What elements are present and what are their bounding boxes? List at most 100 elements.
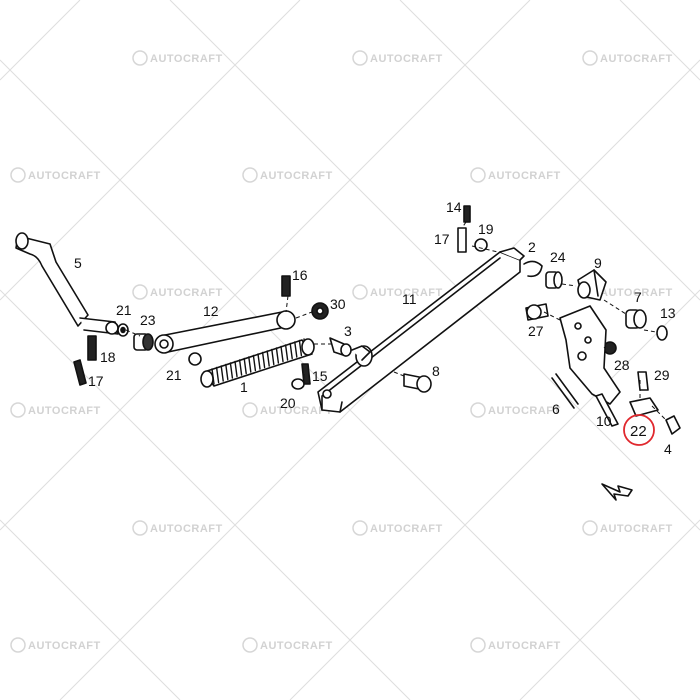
watermark-logo: AUTOCRAFT [470, 637, 561, 653]
part-19-washer [474, 238, 488, 252]
callout-number-7: 7 [634, 289, 642, 305]
callout-number-22: 22 [630, 423, 647, 440]
part-8-pin [403, 373, 432, 393]
part-24-bushing [545, 271, 563, 289]
watermark-text: AUTOCRAFT [28, 640, 101, 652]
watermark-logo: AUTOCRAFT [470, 402, 561, 418]
watermark-text: AUTOCRAFT [600, 523, 673, 535]
pedal-bracket-plate [559, 305, 621, 405]
watermark-logo-icon [352, 284, 368, 300]
callout-number-6: 6 [552, 401, 560, 417]
assembly-guide-lines [125, 221, 667, 421]
watermark-logo: AUTOCRAFT [242, 167, 333, 183]
watermark-text: AUTOCRAFT [370, 53, 443, 65]
callout-number-14: 14 [446, 199, 462, 215]
watermark-text: AUTOCRAFT [488, 170, 561, 182]
part-11-cross-shaft [317, 247, 525, 413]
part-1-spring [200, 338, 315, 388]
callout-number-23: 23 [140, 312, 156, 328]
watermark-logo-icon [352, 50, 368, 66]
callout-number-2: 2 [528, 239, 536, 255]
callout-number-19: 19 [478, 221, 494, 237]
part-6-spring [551, 373, 579, 409]
watermark-logo: AUTOCRAFT [352, 50, 443, 66]
part-30-nut [311, 302, 329, 320]
part-3-clip [329, 337, 352, 357]
watermark-text: AUTOCRAFT [260, 640, 333, 652]
part-18-pin [87, 335, 97, 361]
callout-number-5: 5 [74, 255, 82, 271]
watermark-logo-icon [132, 284, 148, 300]
watermark-grid-line [0, 0, 81, 81]
watermark-logo: AUTOCRAFT [10, 167, 101, 183]
watermark-grid-line [0, 59, 641, 700]
callout-number-9: 9 [594, 255, 602, 271]
callout-number-27: 27 [528, 323, 544, 339]
watermark-logo-icon [470, 402, 486, 418]
watermark-logo: AUTOCRAFT [132, 284, 223, 300]
watermark-text: AUTOCRAFT [370, 523, 443, 535]
part-23-bushing [133, 333, 154, 351]
callout-number-28: 28 [614, 357, 630, 373]
watermark-logo: AUTOCRAFT [132, 520, 222, 536]
callout-number-24: 24 [550, 249, 566, 265]
callout-number-15: 15 [312, 368, 328, 384]
watermark-text: AUTOCRAFT [370, 287, 443, 299]
callout-number-21: 21 [166, 367, 182, 383]
callout-number-1: 1 [240, 379, 248, 395]
watermark-logo-icon [10, 167, 26, 183]
part-4-clip [665, 415, 681, 435]
part-17-pin-top [457, 227, 467, 253]
parts-artwork [15, 205, 681, 501]
callout-number-11: 11 [402, 291, 417, 307]
watermark-logo: AUTOCRAFT [352, 284, 443, 300]
part-16-pin [281, 275, 291, 297]
part-7-bushing [625, 309, 647, 329]
watermark-logo-icon [582, 520, 598, 536]
part-22-clip [629, 397, 659, 417]
watermark-text: AUTOCRAFT [150, 287, 223, 299]
direction-arrow-icon [601, 483, 633, 501]
watermark-logo: AUTOCRAFT [582, 520, 673, 536]
callout-number-3: 3 [344, 323, 352, 339]
part-12-link-bar [154, 310, 296, 354]
watermark-logo-icon [10, 637, 26, 653]
watermark-logo: AUTOCRAFT [352, 520, 443, 536]
watermark-text: AUTOCRAFT [28, 405, 101, 417]
watermark-logo-icon [10, 402, 26, 418]
part-29-pin [637, 371, 649, 391]
callout-number-29: 29 [654, 367, 670, 383]
watermark-logo-icon [132, 520, 148, 536]
watermark-grid-line [399, 0, 700, 301]
part-15-pin [301, 363, 311, 385]
part-21-washer-lower [188, 352, 202, 366]
watermark-text: AUTOCRAFT [260, 170, 333, 182]
watermark-grid-line [519, 519, 700, 700]
watermark-logo-icon [352, 520, 368, 536]
watermark-text: AUTOCRAFT [28, 170, 101, 182]
part-27-bolt [525, 303, 549, 321]
watermark-logo: AUTOCRAFT [582, 50, 672, 66]
watermark-grid-line [0, 0, 531, 531]
watermark-logo: AUTOCRAFT [470, 167, 561, 183]
highlight-circle [623, 414, 655, 446]
watermark-text: AUTOCRAFT [600, 287, 673, 299]
watermark-text: AUTOCRAFT [488, 405, 561, 417]
part-17-pin [73, 359, 87, 386]
watermark-logo: AUTOCRAFT [10, 402, 101, 418]
callout-number-16: 16 [292, 267, 308, 283]
part-5-pedal-lever [15, 232, 119, 335]
watermark-text: AUTOCRAFT [260, 405, 333, 417]
callout-number-20: 20 [280, 395, 296, 411]
part-13-washer [656, 325, 668, 341]
watermark-grid-line [0, 289, 411, 700]
watermark-grid-line [619, 0, 700, 81]
watermark-text: AUTOCRAFT [488, 640, 561, 652]
watermark-logo: AUTOCRAFT [242, 402, 333, 418]
watermark-logo: AUTOCRAFT [132, 50, 222, 66]
watermark-logo: AUTOCRAFT [242, 637, 333, 653]
part-10-rod [595, 393, 619, 427]
callout-number-13: 13 [660, 305, 676, 321]
